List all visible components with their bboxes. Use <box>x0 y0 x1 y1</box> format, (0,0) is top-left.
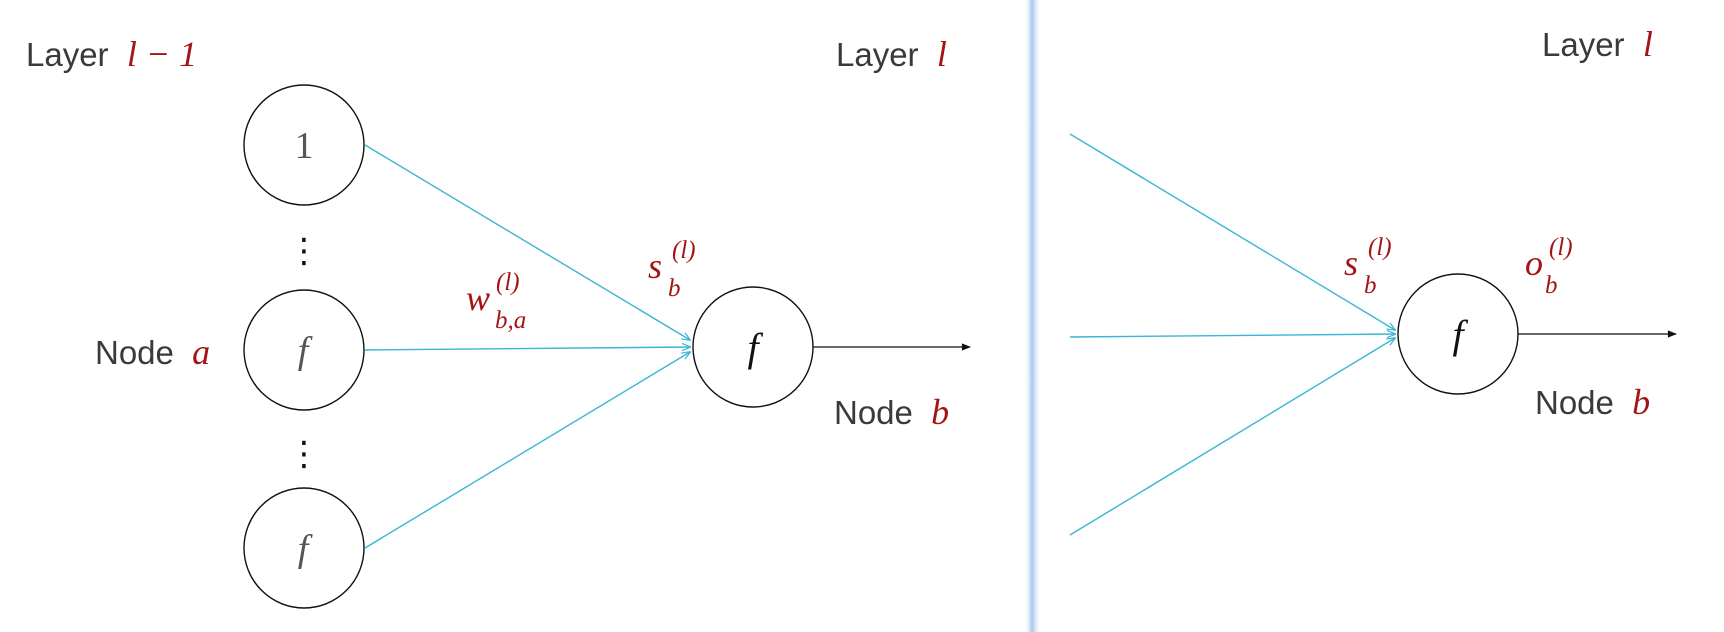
signal-sub: b <box>668 275 681 302</box>
right-connection-bottom <box>1069 338 1395 536</box>
right-signal-base: s <box>1344 243 1358 283</box>
node-a-word: Node <box>95 334 174 371</box>
layer-cur-word: Layer <box>836 36 919 73</box>
node-a-var: a <box>192 332 210 372</box>
weight-label: w b,a (l) <box>466 269 526 334</box>
node-b-label: Node b <box>834 392 949 432</box>
right-layer-cur-var: l <box>1643 24 1653 64</box>
right-node-b-label: Node b <box>1535 382 1650 422</box>
panel-divider <box>1024 0 1042 632</box>
right-target-node-b: f <box>1397 273 1519 395</box>
layer-prev-word: Layer <box>26 36 109 73</box>
layer-cur-label: Layer l <box>836 34 947 74</box>
output-label: o b (l) <box>1525 234 1573 299</box>
left-panel: 1 f f ⋮ ⋮ f Layer l − 1 Layer l N <box>26 34 971 609</box>
layer-cur-var: l <box>937 34 947 74</box>
right-node-b-var: b <box>1632 382 1650 422</box>
right-signal-label: s b (l) <box>1344 234 1392 299</box>
right-panel: f Layer l Node b s b (l) o b (l) <box>1069 24 1677 536</box>
right-signal-sup: (l) <box>1368 234 1392 261</box>
connection-bottom-to-b <box>364 352 690 549</box>
target-node-b: f <box>692 286 814 408</box>
signal-label: s b (l) <box>648 237 696 302</box>
input-node-a: f <box>243 289 365 411</box>
weight-base: w <box>466 278 490 318</box>
node-b-var: b <box>931 392 949 432</box>
connection-a-to-b <box>364 347 690 350</box>
node-b-word: Node <box>834 394 913 431</box>
weight-sub: b,a <box>495 307 526 334</box>
right-node-b-word: Node <box>1535 384 1614 421</box>
input-node-bias: 1 <box>243 84 365 206</box>
input-node-bias-label: 1 <box>295 125 314 167</box>
right-layer-cur-label: Layer l <box>1542 24 1653 64</box>
right-connection-middle <box>1069 334 1395 337</box>
connection-bias-to-b <box>364 144 690 340</box>
ellipsis-lower: ⋮ <box>287 434 321 474</box>
right-layer-cur-word: Layer <box>1542 26 1625 63</box>
input-node-bottom: f <box>243 487 365 609</box>
signal-base: s <box>648 246 662 286</box>
weight-sup: (l) <box>496 269 520 296</box>
output-sup: (l) <box>1549 234 1573 261</box>
signal-sup: (l) <box>672 237 696 264</box>
right-signal-sub: b <box>1364 272 1377 299</box>
node-a-label: Node a <box>95 332 210 372</box>
layer-prev-label: Layer l − 1 <box>26 34 197 74</box>
ellipsis-upper: ⋮ <box>287 231 321 271</box>
right-connection-top <box>1069 133 1395 330</box>
layer-prev-var: l − 1 <box>127 34 197 74</box>
output-base: o <box>1525 243 1543 283</box>
output-sub: b <box>1545 272 1558 299</box>
